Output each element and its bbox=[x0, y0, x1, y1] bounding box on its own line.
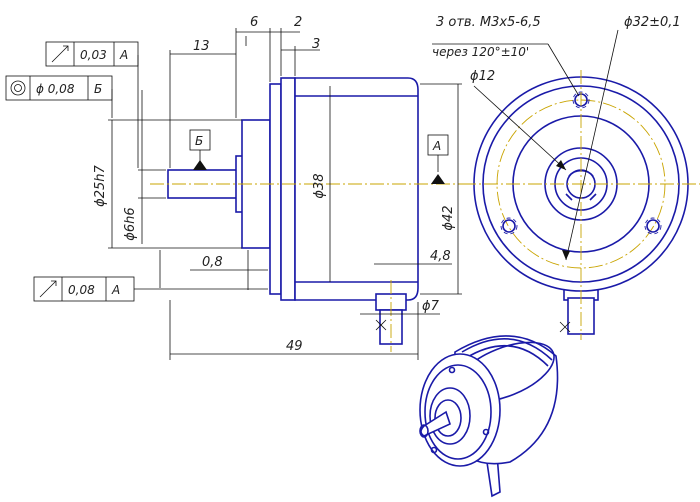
flange-ring bbox=[280, 77, 296, 301]
frame-box bbox=[5, 75, 113, 101]
concentricity-icon bbox=[10, 80, 26, 96]
concentricity-value: ϕ 0,08 bbox=[36, 82, 75, 96]
datum-a-label: А bbox=[432, 139, 441, 153]
dim-phi38: ϕ38 bbox=[312, 173, 327, 198]
tolerance-frame-concentricity: ϕ 0,08 Б bbox=[5, 75, 113, 101]
dim-phi32: ϕ32±0,1 bbox=[624, 15, 681, 30]
datum-marker-a: А bbox=[427, 134, 449, 184]
runout-top-datum: А bbox=[119, 48, 128, 62]
dim-0-8: 0,8 bbox=[202, 255, 223, 270]
front-view bbox=[432, 29, 700, 340]
datum-triangle-icon bbox=[193, 160, 207, 170]
tolerance-frame-runout-top: 0,03 А bbox=[45, 41, 139, 67]
runout-bottom-value: 0,08 bbox=[68, 283, 95, 297]
runout-arrow-icon bbox=[51, 280, 57, 286]
tolerance-frame-runout-bottom: 0,08 А bbox=[33, 276, 135, 302]
cable-break-mark bbox=[375, 319, 387, 331]
dim-3: 3 bbox=[312, 37, 320, 52]
dim-phi6h6: ϕ6h6 bbox=[123, 207, 138, 240]
housing-body bbox=[294, 77, 419, 301]
frame-box bbox=[33, 276, 135, 302]
runout-bottom-datum: А bbox=[111, 283, 120, 297]
datum-marker-b: Б bbox=[189, 129, 211, 170]
iso-hole-icon bbox=[430, 446, 438, 454]
mounting-hole-icon bbox=[646, 219, 660, 233]
runout-arrow-icon bbox=[63, 45, 69, 51]
dim-4-8: 4,8 bbox=[430, 249, 451, 264]
side-dimension-text: 13 6 2 3 ϕ25h7 ϕ6h6 ϕ38 ϕ42 0,8 4,8 ϕ7 4… bbox=[93, 15, 456, 354]
dim-phi7: ϕ7 bbox=[422, 299, 440, 314]
concentricity-datum: Б bbox=[94, 82, 102, 96]
dim-6: 6 bbox=[250, 15, 258, 30]
dim-13: 13 bbox=[193, 39, 210, 54]
dim-phi12: ϕ12 bbox=[470, 69, 495, 84]
concentricity-icon bbox=[14, 84, 22, 92]
dim-phi25h7: ϕ25h7 bbox=[93, 164, 108, 206]
runout-arrow-icon bbox=[39, 280, 57, 298]
leader-phi32 bbox=[565, 29, 619, 261]
side-dimensions bbox=[108, 28, 462, 360]
note-holes-line2: через 120°±10' bbox=[432, 45, 529, 59]
iso-spigot bbox=[429, 387, 471, 445]
leader-phi12 bbox=[473, 85, 567, 171]
iso-hole-icon bbox=[448, 366, 456, 374]
dim-49: 49 bbox=[286, 339, 303, 354]
note-holes-line1: 3 отв. М3х5-6,5 bbox=[436, 15, 541, 30]
datum-b-label: Б bbox=[195, 134, 203, 148]
side-view bbox=[150, 77, 470, 352]
iso-hole-icon bbox=[482, 428, 490, 436]
leader-holes bbox=[547, 43, 580, 97]
dim-phi42: ϕ42 bbox=[441, 205, 456, 230]
frame-box bbox=[45, 41, 139, 67]
dim-2: 2 bbox=[294, 15, 302, 30]
mounting-hole-icon bbox=[502, 219, 516, 233]
datum-triangle-icon bbox=[431, 174, 445, 184]
runout-arrow-icon bbox=[51, 45, 69, 63]
isometric-view bbox=[419, 335, 559, 498]
flange bbox=[269, 83, 282, 295]
runout-top-value: 0,03 bbox=[80, 48, 107, 62]
